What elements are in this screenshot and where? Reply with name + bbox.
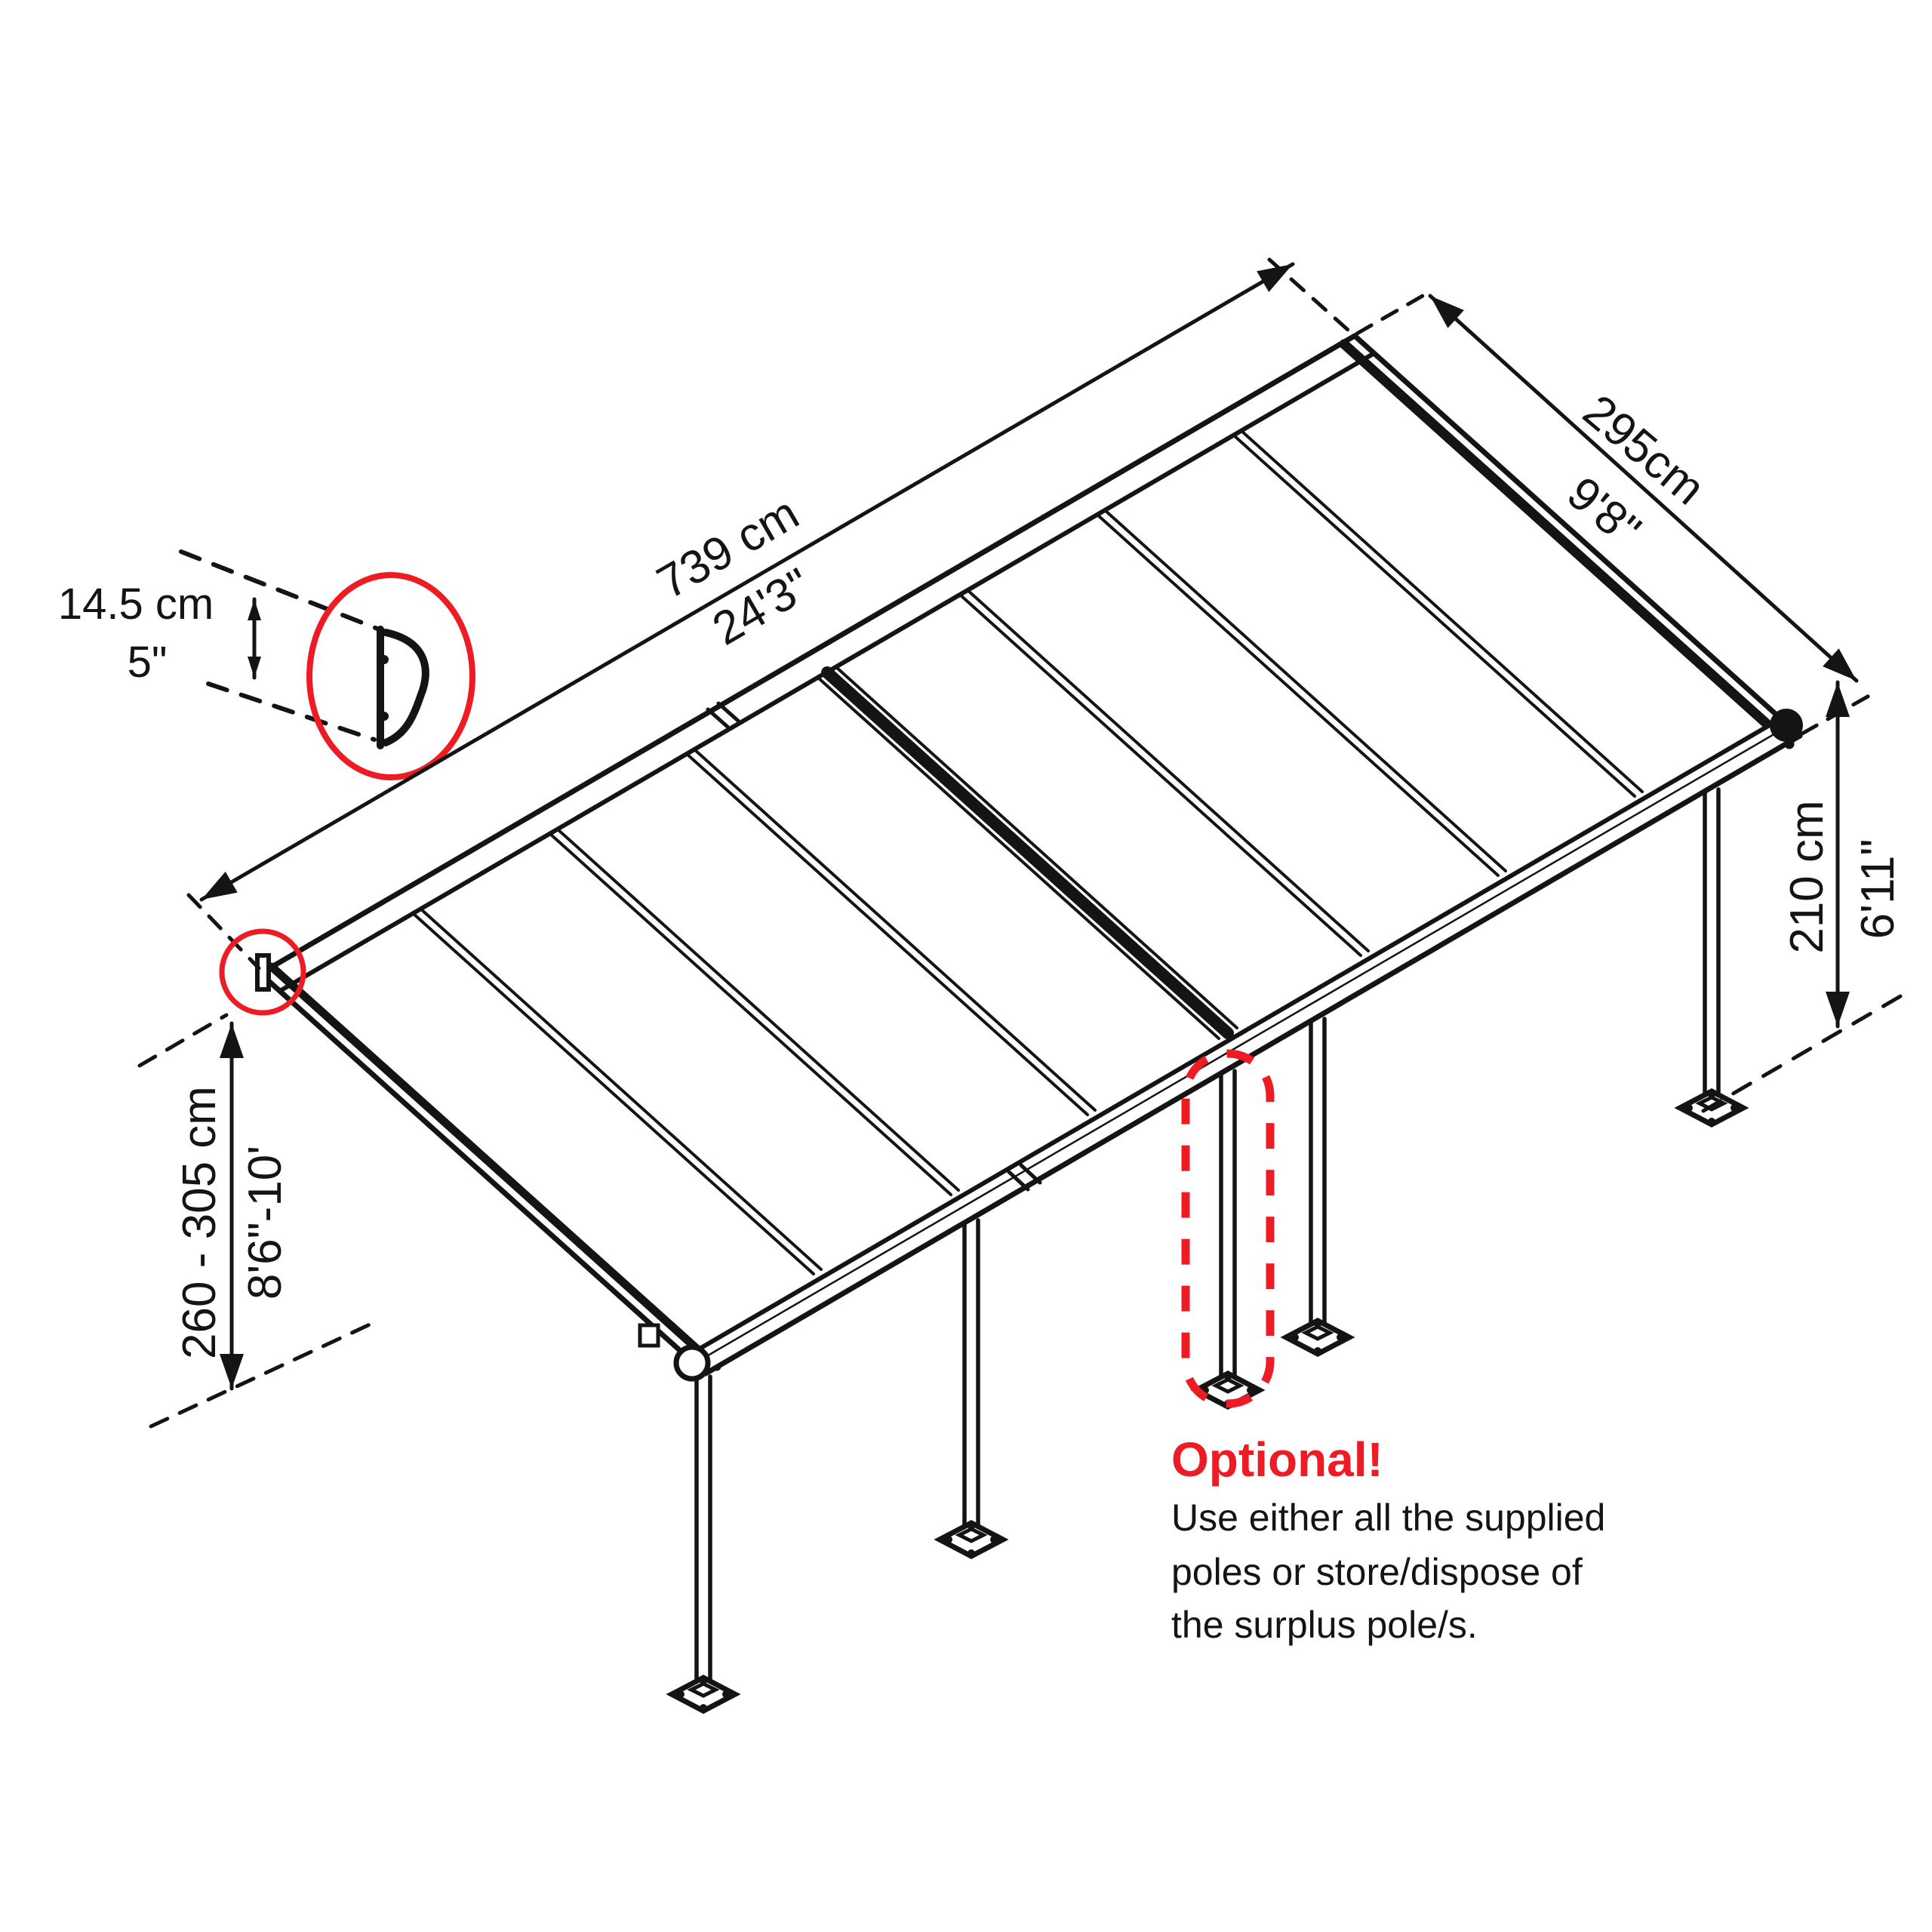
length-extension-left	[186, 893, 261, 971]
post-4	[1286, 1017, 1349, 1355]
post-3-optional	[1196, 1069, 1260, 1407]
post-2	[940, 1218, 1003, 1557]
height-ground-line	[1701, 988, 1913, 1113]
width-extension-top	[1355, 291, 1430, 336]
mount-extension-bottom	[149, 1322, 372, 1429]
mount-extension-top	[137, 1013, 229, 1068]
gutter-inner-line	[685, 716, 1783, 1358]
length-extension-right	[1267, 257, 1358, 339]
mount-imperial-label: 8'6"-10'	[239, 1146, 291, 1300]
length-dimension-line	[199, 262, 1295, 902]
roof-section-joint	[817, 666, 1238, 1040]
height-metric-label: 210 cm	[1781, 800, 1833, 953]
panel-divider-2	[549, 828, 960, 1196]
note-line-1: Use either all the supplied	[1171, 1497, 1605, 1539]
roof-left-edge	[257, 971, 709, 1377]
mount-metric-label: 260 - 305 cm	[174, 1086, 226, 1359]
profile-height-metric-label: 14.5 cm	[58, 580, 214, 629]
gutter-outer-line	[703, 733, 1803, 1377]
panel-divider-1	[411, 907, 823, 1275]
note-line-3: the surplus pole/s.	[1171, 1604, 1478, 1646]
gutter-profile-detail: 14.5 cm 5"	[58, 549, 475, 780]
detail-circle	[306, 572, 475, 780]
gutter-left-end-cap	[673, 1344, 711, 1382]
optional-pole-highlight	[1181, 1049, 1275, 1408]
post-5	[1680, 787, 1743, 1125]
height-imperial-label: 6'11"	[1852, 839, 1904, 940]
note-line-2: poles or store/dispose of	[1171, 1551, 1583, 1593]
post-1-base-plate	[672, 1677, 735, 1712]
dimension-height: 210 cm 6'11"	[1701, 680, 1913, 1113]
back-rail-sleeve-joint	[706, 701, 740, 729]
optional-note: Optional! Use either all the supplied po…	[1171, 1432, 1605, 1646]
gutter-profile-cross-section	[377, 626, 429, 749]
post-1	[672, 1374, 735, 1712]
joint-bar	[821, 666, 1234, 1039]
roof-right-side-bar	[1339, 339, 1795, 749]
dimension-width: 295cm 9'8"	[1355, 291, 1874, 736]
post-4-base-plate	[1286, 1320, 1349, 1355]
support-posts	[672, 787, 1743, 1712]
width-dimension-line	[1428, 294, 1859, 683]
gutter-sleeve-joint	[1007, 1163, 1042, 1192]
gutter-highlight-line	[694, 724, 1791, 1364]
panel-divider-6	[1096, 509, 1507, 877]
front-gutter-beam	[673, 709, 1803, 1382]
dimension-length: 739 cm 24'3"	[186, 257, 1358, 971]
profile-height-imperial-label: 5"	[128, 638, 168, 687]
roof-left-side-bar	[267, 962, 721, 1371]
corner-profile-end	[255, 953, 271, 992]
gutter-right-end-cap	[1770, 709, 1803, 742]
panel-divider-3	[685, 748, 1097, 1116]
note-title: Optional!	[1171, 1432, 1383, 1487]
projection-line-bottom	[206, 681, 377, 742]
corner-detail-circle	[219, 928, 306, 1016]
dimension-mounting-height: 260 - 305 cm 8'6"-10'	[137, 1013, 372, 1429]
left-rafter-clip	[638, 1323, 660, 1348]
panel-divider-5	[958, 589, 1370, 957]
roof-right-edge	[1352, 333, 1803, 739]
post-2-base-plate	[940, 1522, 1003, 1557]
